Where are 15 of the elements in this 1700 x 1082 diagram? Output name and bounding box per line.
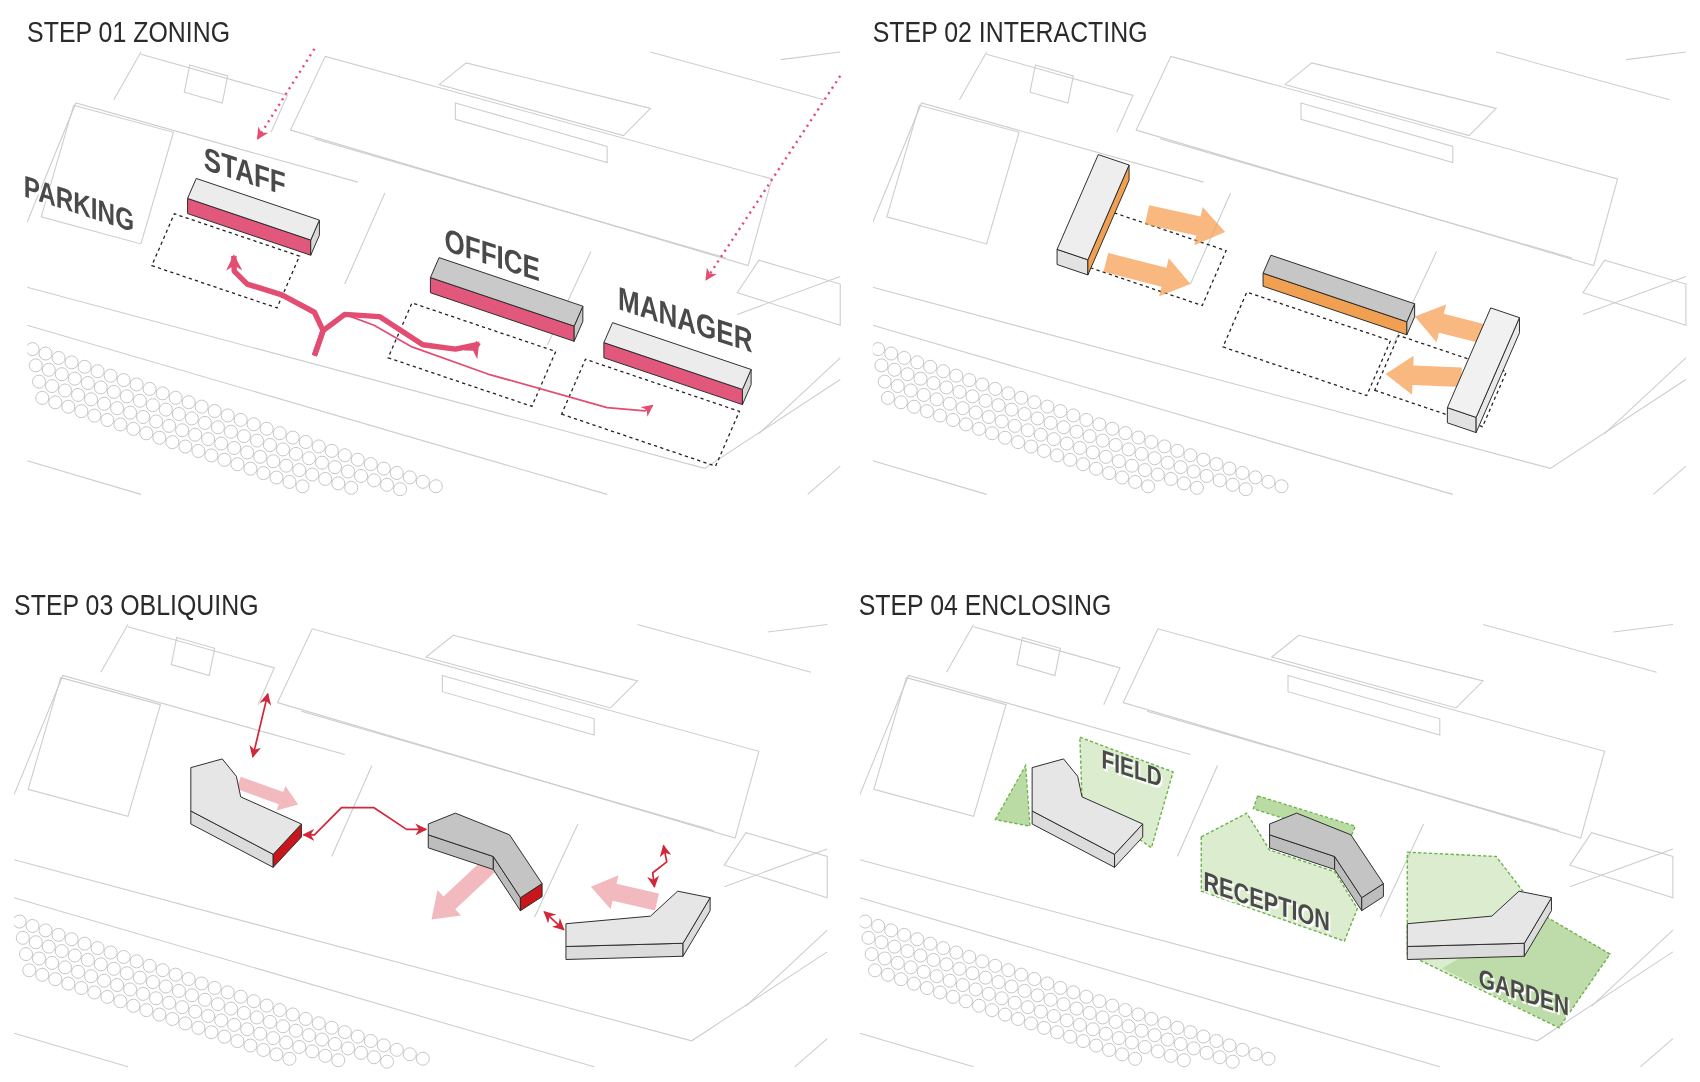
zone-label: FIELD (1101, 745, 1162, 792)
zone-label: GARDEN (1478, 964, 1570, 1021)
arrow (647, 844, 672, 889)
building-label: OFFICE (444, 223, 540, 287)
arrow (256, 48, 316, 140)
step-title: STEP 01 ZONING (27, 17, 230, 48)
building-label: STAFF (203, 142, 286, 202)
arrow (705, 75, 842, 281)
step-title: STEP 03 OBLIQUING (14, 589, 259, 621)
arrow (311, 311, 481, 360)
arrow (543, 910, 565, 931)
step-title: STEP 04 ENCLOSING (858, 589, 1112, 621)
step-title: STEP 02 INTERACTING (872, 17, 1148, 48)
arrow (302, 806, 428, 841)
arrow (249, 692, 272, 758)
